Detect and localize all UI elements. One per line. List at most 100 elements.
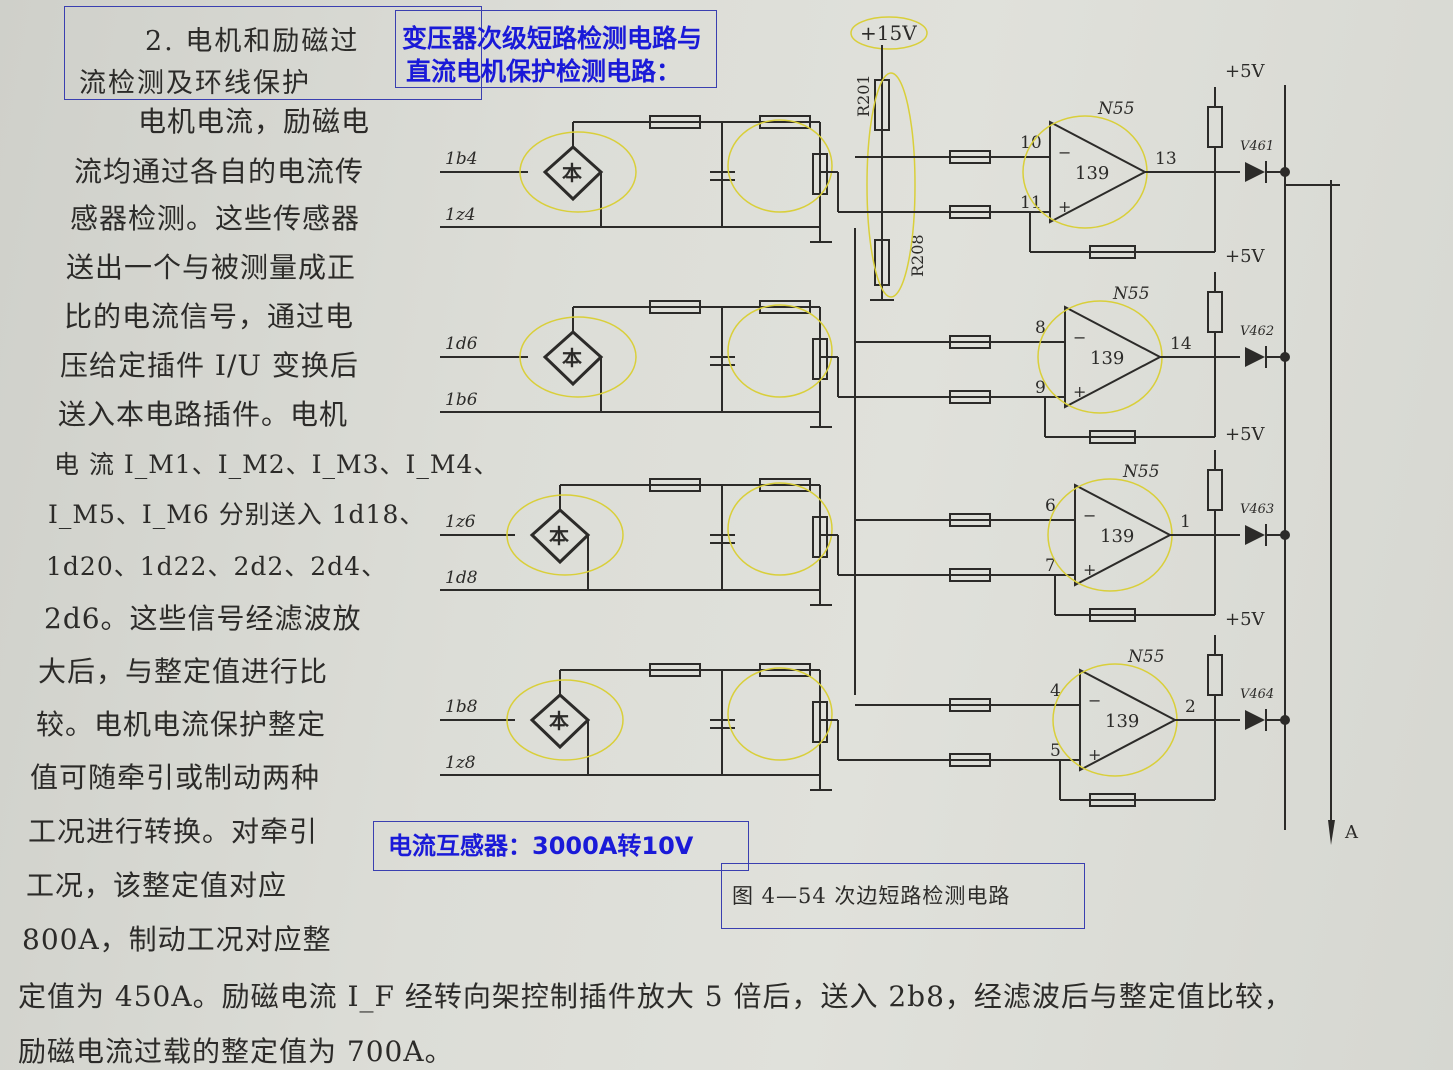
body-line: 工况，该整定值对应: [26, 869, 288, 902]
diode: [1245, 710, 1265, 730]
highlight-circle: [727, 304, 833, 398]
resistor: [949, 698, 991, 712]
junction-dot: [1280, 167, 1290, 177]
section-heading-line2: 流检测及环线保护: [79, 68, 311, 99]
pin-plus-label: 7: [1045, 556, 1056, 576]
body-line: 800A，制动工况对应整: [22, 923, 332, 956]
pin-out-label: 14: [1170, 334, 1192, 354]
resistor: [949, 335, 991, 349]
highlight-circle: [727, 667, 833, 761]
pin-minus-label: 4: [1050, 681, 1061, 701]
r201-label: R201: [854, 74, 873, 117]
highlight-circle: [519, 131, 637, 213]
minus-sign: −: [1088, 691, 1101, 710]
pullup-resistor: [1207, 654, 1223, 696]
resistor: [649, 478, 701, 492]
comparator: [1079, 668, 1178, 772]
input-label-b: 1z4: [445, 205, 476, 225]
comparator-name: N55: [1127, 647, 1165, 667]
section-heading-line1: 2. 电机和励磁过: [145, 26, 360, 57]
junction-dot: [1280, 530, 1290, 540]
annotation-current-transformer: 电流互感器：3000A转10V: [373, 821, 749, 871]
resistor: [949, 390, 991, 404]
minus-sign: −: [1083, 506, 1096, 525]
pin-minus-label: 8: [1035, 318, 1046, 338]
diode: [1245, 162, 1265, 182]
pullup-resistor: [1207, 106, 1223, 148]
minus-sign: −: [1058, 143, 1071, 162]
pin-out-label: 2: [1185, 697, 1196, 717]
pin-plus-label: 9: [1035, 378, 1046, 398]
highlight-circle: [506, 494, 624, 576]
output-arrow: [1328, 820, 1335, 845]
pullup-resistor: [1207, 291, 1223, 333]
pin-plus-label: 5: [1050, 741, 1061, 761]
input-label-a: 1d6: [445, 334, 478, 354]
input-label-a: 1z6: [445, 512, 476, 532]
plus-sign: +: [1058, 197, 1071, 216]
resistor: [949, 205, 991, 219]
resistor-r208: [874, 239, 890, 286]
resistor: [1089, 245, 1136, 259]
body-line: 比的电流信号，通过电: [64, 300, 355, 333]
body-line: 电机电流，励磁电: [138, 105, 371, 138]
annotation-title-line2: 直流电机保护检测电路：: [406, 57, 682, 86]
resistor: [649, 115, 701, 129]
figure-caption: 图 4—54 次边短路检测电路: [721, 863, 1085, 929]
body-line: 大后，与整定值进行比: [38, 655, 329, 688]
resistor: [812, 701, 828, 743]
body-line: 值可随牵引或制动两种: [30, 761, 321, 794]
supply-5v-label: +5V: [1225, 246, 1266, 267]
resistor: [812, 153, 828, 195]
highlight-circle: [727, 482, 833, 576]
input-label-b: 1d8: [445, 568, 478, 588]
highlight-circle: [727, 119, 833, 213]
comparator-name: N55: [1122, 462, 1160, 482]
body-line: I_M5、I_M6 分别送入 1d18、: [48, 500, 426, 529]
resistor: [649, 300, 701, 314]
resistor: [649, 663, 701, 677]
plus-sign: +: [1088, 745, 1101, 764]
comparator-name: N55: [1112, 284, 1150, 304]
supply-5v-label: +5V: [1225, 609, 1266, 630]
resistor: [1089, 608, 1136, 622]
body-line: 较。电机电流保护整定: [36, 708, 327, 741]
body-line: 感器检测。这些传感器: [70, 202, 361, 235]
pullup-resistor: [1207, 469, 1223, 511]
plus-sign: +: [1083, 560, 1096, 579]
plus-sign: +: [1073, 382, 1086, 401]
resistor: [949, 150, 991, 164]
resistor: [759, 300, 811, 314]
resistor: [1089, 793, 1136, 807]
highlight-circle: [850, 16, 928, 50]
input-label-b: 1b6: [445, 390, 478, 410]
input-label-a: 1b4: [445, 149, 478, 169]
body-line: 2d6。这些信号经滤波放: [44, 602, 362, 635]
body-line: 1d20、1d22、2d2、2d4、: [46, 552, 388, 581]
resistor: [759, 115, 811, 129]
input-label-b: 1z8: [445, 753, 476, 773]
rectifier-bridge: [529, 692, 591, 750]
diode: [1245, 525, 1265, 545]
pin-out-label: 1: [1180, 512, 1191, 532]
r208-label: R208: [908, 234, 927, 277]
highlight-circle: [866, 72, 916, 298]
resistor: [759, 663, 811, 677]
rectifier-bridge: [529, 507, 591, 565]
supply-15v-label: +15V: [860, 21, 917, 45]
body-line: 定值为 450A。励磁电流 I_F 经转向架控制插件放大 5 倍后，送入 2b8…: [18, 980, 1293, 1013]
section-heading: 2. 电机和励磁过 流检测及环线保护: [64, 6, 482, 100]
resistor: [949, 753, 991, 767]
comparator: [1064, 305, 1163, 409]
body-line: 电 流 I_M1、I_M2、I_M3、I_M4、: [54, 450, 500, 479]
pin-plus-label: 11: [1020, 193, 1042, 213]
rectifier-bridge: [542, 329, 604, 387]
comparator: [1049, 120, 1148, 224]
resistor: [1089, 430, 1136, 444]
comparator-chip: 139: [1090, 348, 1124, 369]
annotation-title: 变压器次级短路检测电路与 直流电机保护检测电路：: [395, 10, 717, 88]
comparator-name: N55: [1097, 99, 1135, 119]
rectifier-bridge: [542, 144, 604, 202]
diode-label: V462: [1240, 324, 1274, 339]
